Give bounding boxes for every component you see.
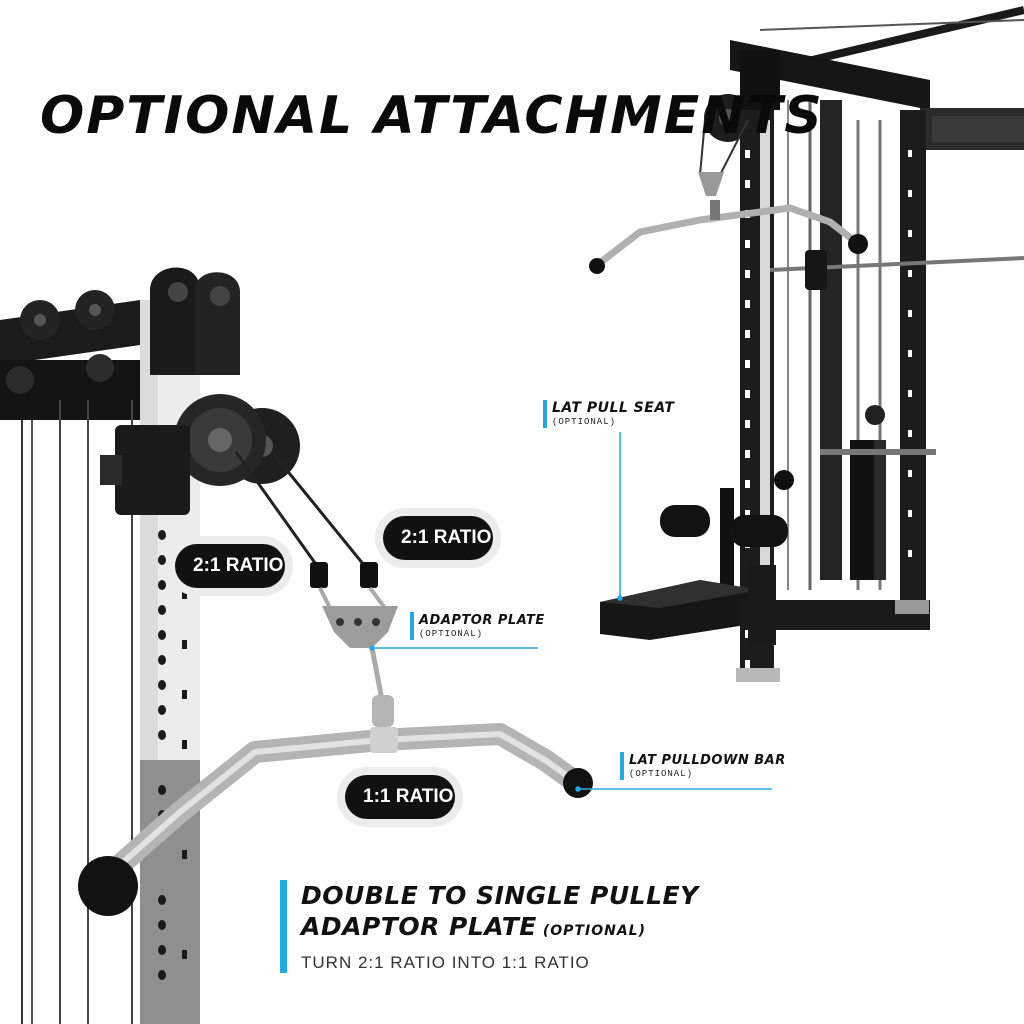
callout-note: (OPTIONAL) <box>629 769 694 779</box>
callout-lat-pull-seat: LAT PULL SEAT (OPTIONAL) <box>543 400 674 428</box>
feature-title-line2: ADAPTOR PLATE (OPTIONAL) <box>301 911 699 947</box>
feature-optional-note: (OPTIONAL) <box>542 923 646 939</box>
callout-lat-pulldown-bar: LAT PULLDOWN BAR (OPTIONAL) <box>620 752 786 780</box>
callout-note: (OPTIONAL) <box>552 417 617 427</box>
callout-title: ADAPTOR PLATE <box>419 613 545 628</box>
feature-subtitle: TURN 2:1 RATIO INTO 1:1 RATIO <box>301 953 590 972</box>
ratio-badge-bottom: 1:1 RATIO <box>345 775 455 819</box>
power-rack-image <box>589 6 1024 682</box>
pulley-closeup-image <box>0 267 593 1024</box>
ratio-badge-left: 2:1 RATIO <box>175 544 285 588</box>
page-title: OPTIONAL ATTACHMENTS <box>40 86 824 146</box>
callout-adaptor-plate: ADAPTOR PLATE (OPTIONAL) <box>410 612 545 640</box>
callout-leader-lines <box>369 432 772 792</box>
callout-note: (OPTIONAL) <box>419 629 484 639</box>
feature-description: DOUBLE TO SINGLE PULLEY ADAPTOR PLATE (OP… <box>280 880 699 973</box>
ratio-badge-right: 2:1 RATIO <box>383 516 493 560</box>
feature-title-text: ADAPTOR PLATE <box>301 912 537 941</box>
callout-title: LAT PULLDOWN BAR <box>629 753 786 768</box>
callout-title: LAT PULL SEAT <box>552 400 675 416</box>
feature-title-line1: DOUBLE TO SINGLE PULLEY <box>301 881 699 910</box>
